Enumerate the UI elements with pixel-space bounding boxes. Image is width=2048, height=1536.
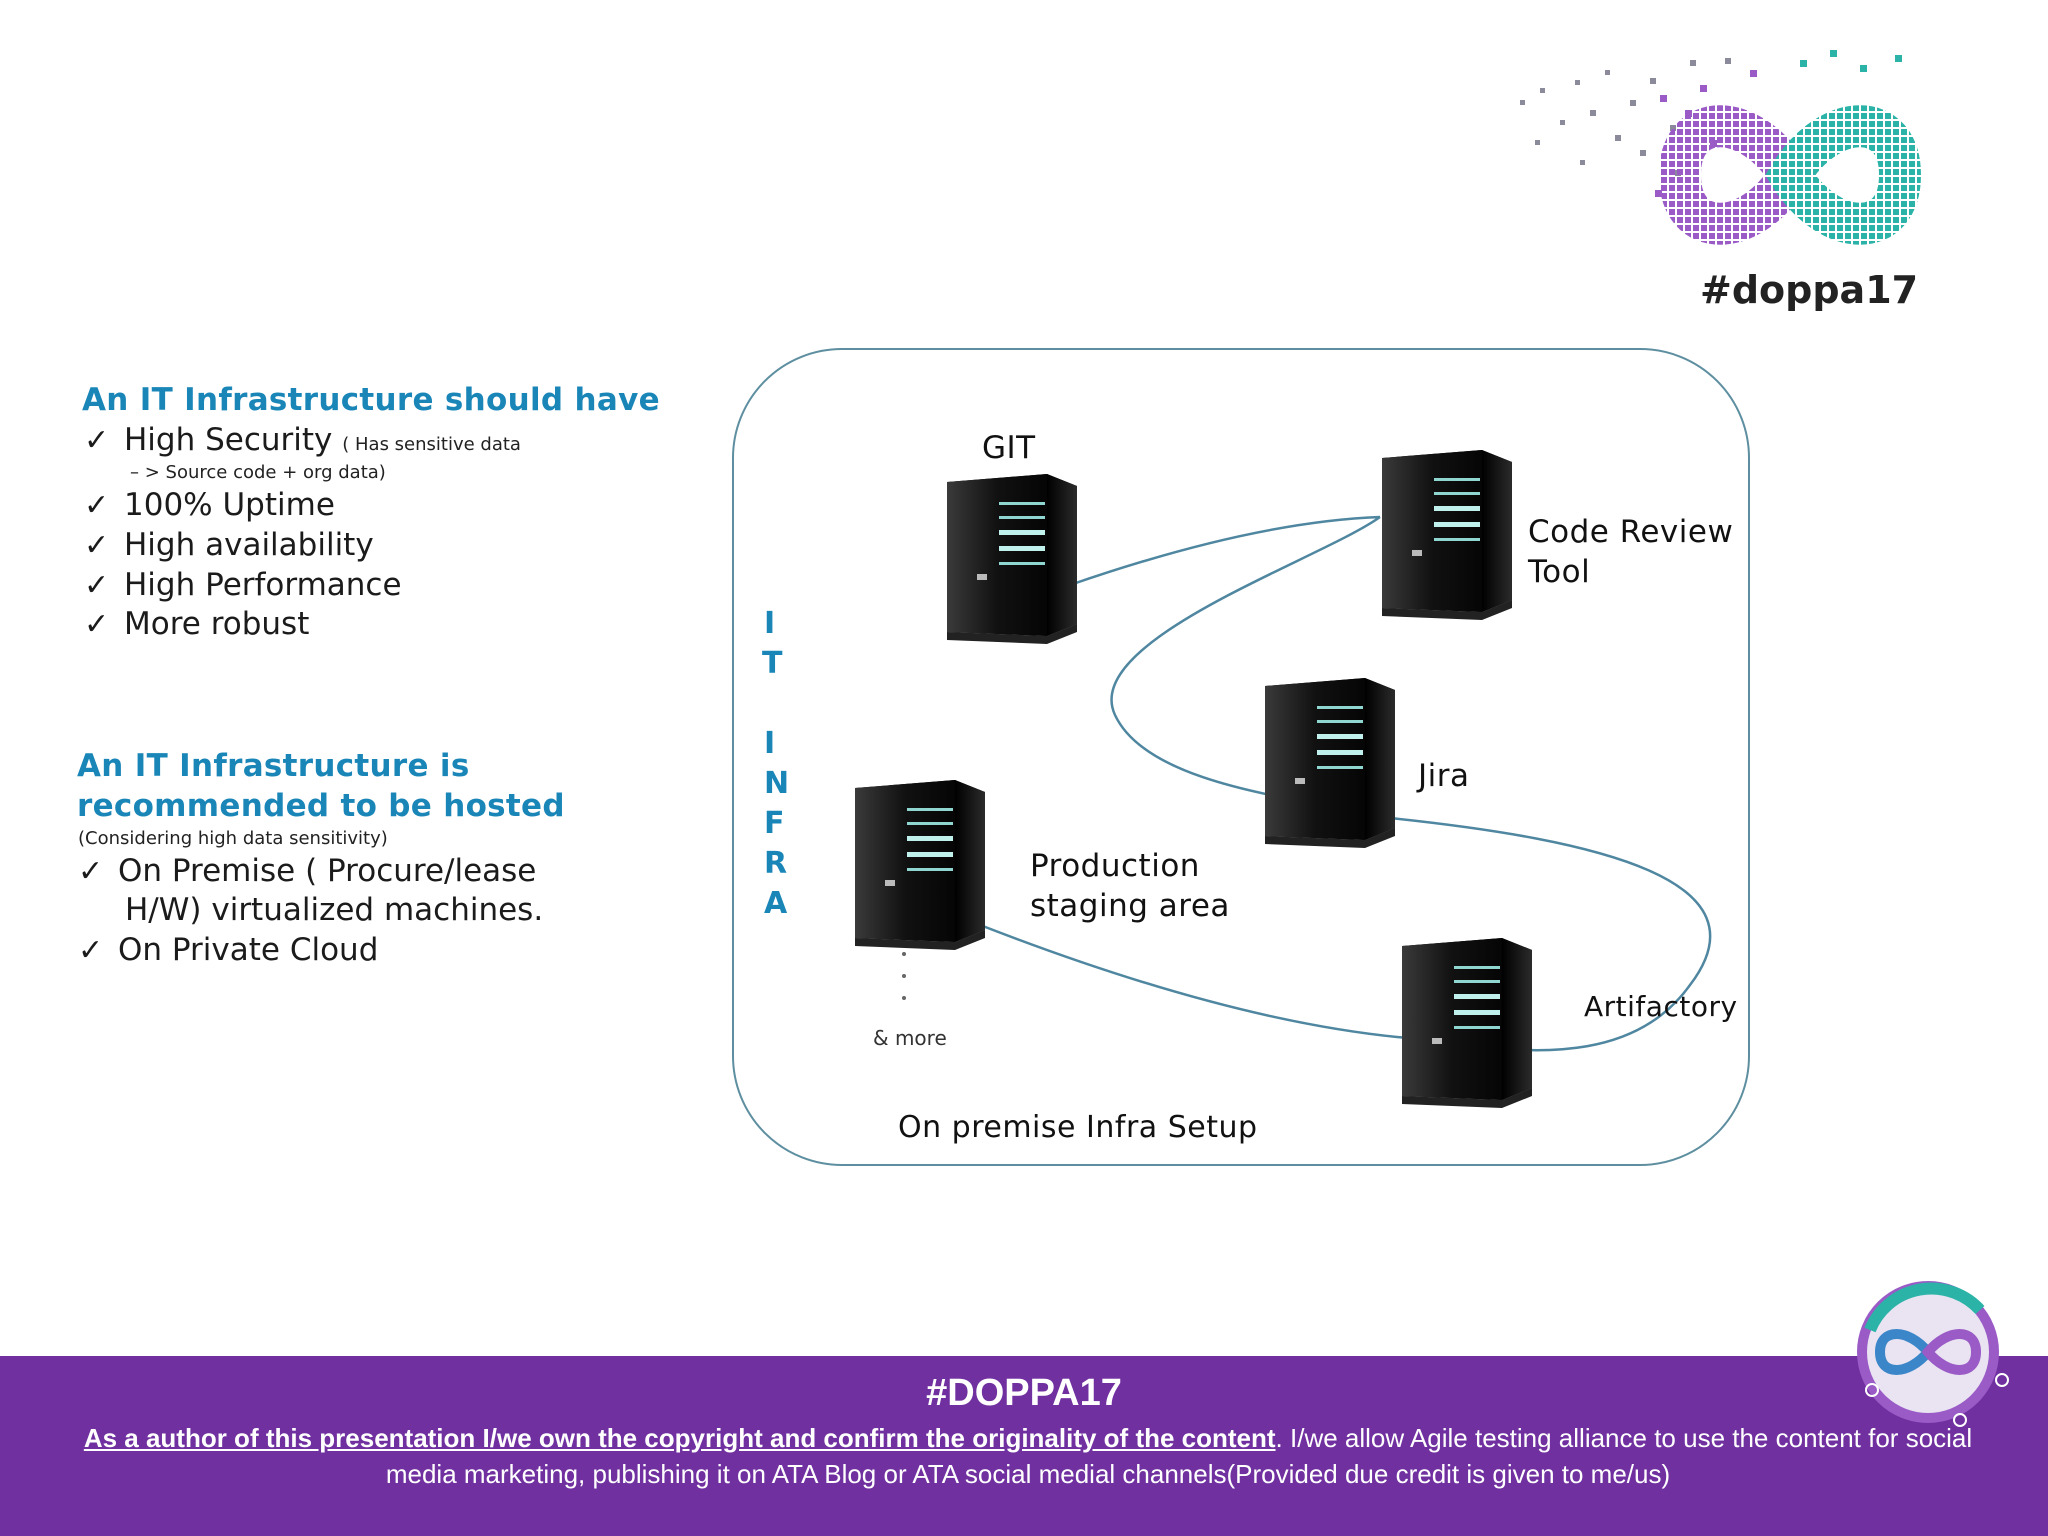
infinity-logo-icon	[1520, 50, 1922, 245]
check-icon: ✓	[84, 607, 110, 642]
list-item-private-cloud: ✓On Private Cloud	[78, 932, 379, 968]
list-item-on-premise: ✓On Premise ( Procure/lease	[78, 853, 537, 889]
footer-copyright: As a author of this presentation I/we ow…	[48, 1420, 2008, 1492]
section2-heading-line2: recommended to be hosted	[77, 788, 565, 824]
check-icon: ✓	[84, 488, 110, 523]
devops-badge-icon	[1857, 1281, 2009, 1427]
check-icon: ✓	[84, 568, 110, 603]
check-icon: ✓	[78, 854, 104, 889]
list-item-high-security: ✓High Security ( Has sensitive data	[84, 422, 521, 458]
jira-server-icon	[1265, 678, 1395, 848]
list-item-availability: ✓High availability	[84, 527, 374, 563]
list-item-performance: ✓High Performance	[84, 567, 402, 603]
check-icon: ✓	[84, 423, 110, 458]
check-icon: ✓	[84, 528, 110, 563]
list-item-uptime: ✓100% Uptime	[84, 487, 335, 523]
list-item-robust: ✓More robust	[84, 606, 310, 642]
label-code-review-line2: Tool	[1528, 554, 1591, 590]
security-note: – > Source code + org data)	[130, 462, 386, 483]
section2-subnote: (Considering high data sensitivity)	[78, 828, 388, 849]
vertical-label-t: T	[762, 646, 783, 681]
vertical-label-f: F	[764, 806, 785, 841]
logo-hashtag: #doppa17	[1700, 268, 1919, 312]
infra-diagram-frame	[732, 348, 1750, 1166]
section2-heading-line1: An IT Infrastructure is	[77, 748, 470, 784]
label-production-line1: Production	[1030, 848, 1200, 884]
diagram-connections	[855, 450, 1712, 1108]
label-production-line2: staging area	[1030, 888, 1230, 924]
footer-copyright-rest: . I/we allow Agile testing alliance to u…	[385, 1423, 1973, 1489]
vertical-label-r: R	[764, 846, 788, 881]
artifactory-server-icon	[1402, 938, 1532, 1108]
vertical-label-a: A	[764, 886, 788, 921]
doppa-logo: #doppa17	[1500, 40, 2000, 320]
git-server-icon	[947, 474, 1077, 644]
label-artifactory: Artifactory	[1584, 990, 1738, 1023]
check-icon: ✓	[78, 933, 104, 968]
label-more: & more	[873, 1026, 947, 1050]
footer-copyright-underlined: As a author of this presentation I/we ow…	[83, 1423, 1276, 1453]
label-code-review-line1: Code Review	[1528, 514, 1734, 550]
production-server-icon	[855, 780, 985, 950]
label-git: GIT	[982, 430, 1036, 466]
vertical-label-i: I	[764, 606, 776, 641]
footer-bar	[0, 1356, 2048, 1536]
section1-heading: An IT Infrastructure should have	[82, 382, 660, 418]
vertical-label-n: N	[764, 766, 790, 801]
footer-title: #DOPPA17	[926, 1372, 1122, 1414]
list-item-on-premise-cont: H/W) virtualized machines.	[125, 892, 544, 928]
diagram-caption: On premise Infra Setup	[898, 1110, 1258, 1145]
vertical-label-i2: I	[764, 726, 776, 761]
code-review-server-icon	[1382, 450, 1512, 620]
label-jira: Jira	[1418, 758, 1470, 794]
